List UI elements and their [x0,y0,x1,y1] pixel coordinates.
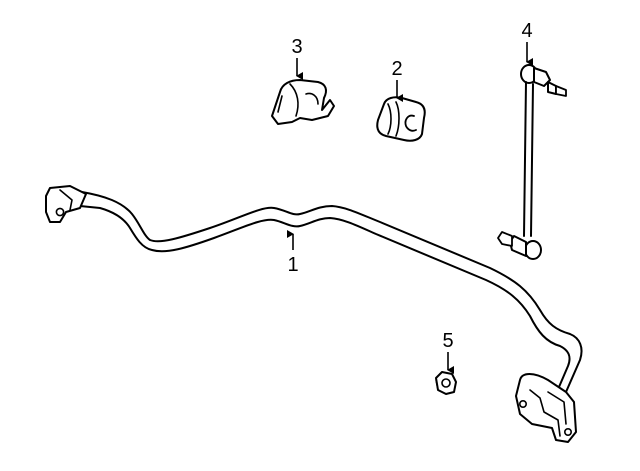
callout-label-1: 1 [287,254,298,276]
callout-label-4: 4 [521,20,532,42]
callout-leaders [287,42,533,374]
bolt-hole-icon [55,207,65,217]
callout-label-2: 2 [391,58,402,80]
stabilizer-link[interactable] [497,64,567,260]
bushing-bracket[interactable] [271,79,335,125]
bolt-hole-icon [563,427,572,436]
callout-labels: 1 2 3 4 5 [287,20,532,352]
nut[interactable] [435,371,457,395]
callout-label-5: 5 [442,330,453,352]
stabilizer-bar[interactable] [45,185,583,443]
bushing[interactable] [376,96,426,142]
bolt-hole-icon [518,399,527,408]
callout-label-3: 3 [291,36,302,58]
